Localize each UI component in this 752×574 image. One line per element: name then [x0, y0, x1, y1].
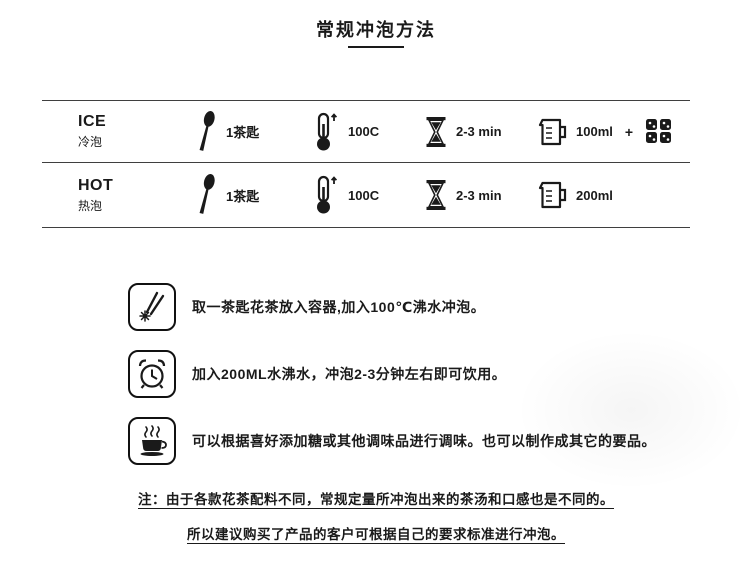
- cell-temperature: 100C: [312, 112, 424, 152]
- steaming-cup-icon: [140, 425, 167, 456]
- volume-value: 100ml: [576, 124, 613, 139]
- brew-method-table: ICE 冷泡 1茶匙 100C: [42, 100, 690, 228]
- step-1-icon-box: [128, 283, 176, 331]
- temperature-value: 100C: [348, 124, 380, 139]
- cell-time: 2-3 min: [424, 179, 536, 211]
- cell-temperature: 100C: [312, 175, 424, 215]
- spoon-icon: [199, 174, 215, 214]
- spoon-icon: [199, 110, 215, 151]
- table-divider-bottom: [42, 227, 690, 228]
- step-3-icon-box: [128, 417, 176, 465]
- step-3-text: 可以根据喜好添加糖或其他调味品进行调味。也可以制作成其它的要品。: [192, 433, 656, 449]
- row-label-hot: HOT 热泡: [42, 177, 194, 214]
- step-2-icon-box: [128, 350, 176, 398]
- spoon-amount-value: 1茶匙: [226, 188, 260, 204]
- note-line-2: 所以建议购买了产品的客户可根据自己的要求标准进行冲泡。: [187, 527, 565, 542]
- row-label-zh: 热泡: [78, 198, 103, 213]
- measuring-cup-icon: [538, 181, 567, 209]
- step-1-text: 取一茶匙花茶放入容器,加入100℃沸水冲泡。: [192, 299, 486, 315]
- row-label-en: ICE: [78, 113, 107, 130]
- table-divider-middle: [42, 162, 690, 163]
- row-label-zh: 冷泡: [78, 135, 103, 149]
- row-label-ice: ICE 冷泡: [42, 113, 194, 150]
- thermometer-icon: [317, 175, 338, 214]
- watermark-smudge: [516, 330, 746, 490]
- title-underline: [348, 46, 404, 48]
- spoon-amount-value: 1茶匙: [226, 125, 260, 140]
- stir-sticks-icon: [139, 291, 165, 322]
- cell-spoon-amount: 1茶匙: [194, 173, 312, 217]
- hourglass-icon: [426, 116, 446, 147]
- page-title: 常规冲泡方法: [316, 20, 436, 40]
- table-divider-top: [42, 100, 690, 101]
- thermometer-icon: [317, 112, 338, 150]
- time-value: 2-3 min: [456, 124, 502, 139]
- cell-spoon-amount: 1茶匙: [194, 110, 312, 154]
- cell-time: 2-3 min: [424, 116, 536, 148]
- plus-sign: +: [624, 123, 634, 140]
- measuring-cup-icon: [538, 118, 567, 145]
- time-value: 2-3 min: [456, 187, 502, 203]
- table-row-ice: ICE 冷泡 1茶匙 100C: [42, 101, 690, 162]
- note-line-1: 注：由于各款花茶配料不同，常规定量所冲泡出来的茶汤和口感也是不同的。: [138, 492, 614, 507]
- instruction-steps: 取一茶匙花茶放入容器,加入100℃沸水冲泡。 加入200ML水沸水，冲泡2-3分…: [128, 283, 698, 484]
- ice-cubes-icon: [646, 119, 672, 143]
- row-label-en: HOT: [78, 176, 114, 194]
- hourglass-icon: [426, 180, 446, 210]
- footnotes: 注：由于各款花茶配料不同，常规定量所冲泡出来的茶汤和口感也是不同的。 所以建议购…: [0, 488, 752, 558]
- step-1: 取一茶匙花茶放入容器,加入100℃沸水冲泡。: [128, 283, 698, 331]
- alarm-clock-icon: [138, 359, 166, 389]
- step-2: 加入200ML水沸水，冲泡2-3分钟左右即可饮用。: [128, 350, 698, 398]
- cell-volume: 200ml: [536, 179, 690, 211]
- step-2-text: 加入200ML水沸水，冲泡2-3分钟左右即可饮用。: [192, 366, 507, 382]
- cell-volume: 100ml +: [536, 116, 690, 148]
- table-row-hot: HOT 热泡 1茶匙 100C: [42, 163, 690, 227]
- step-3: 可以根据喜好添加糖或其他调味品进行调味。也可以制作成其它的要品。: [128, 417, 698, 465]
- volume-value: 200ml: [576, 187, 613, 203]
- temperature-value: 100C: [348, 187, 380, 203]
